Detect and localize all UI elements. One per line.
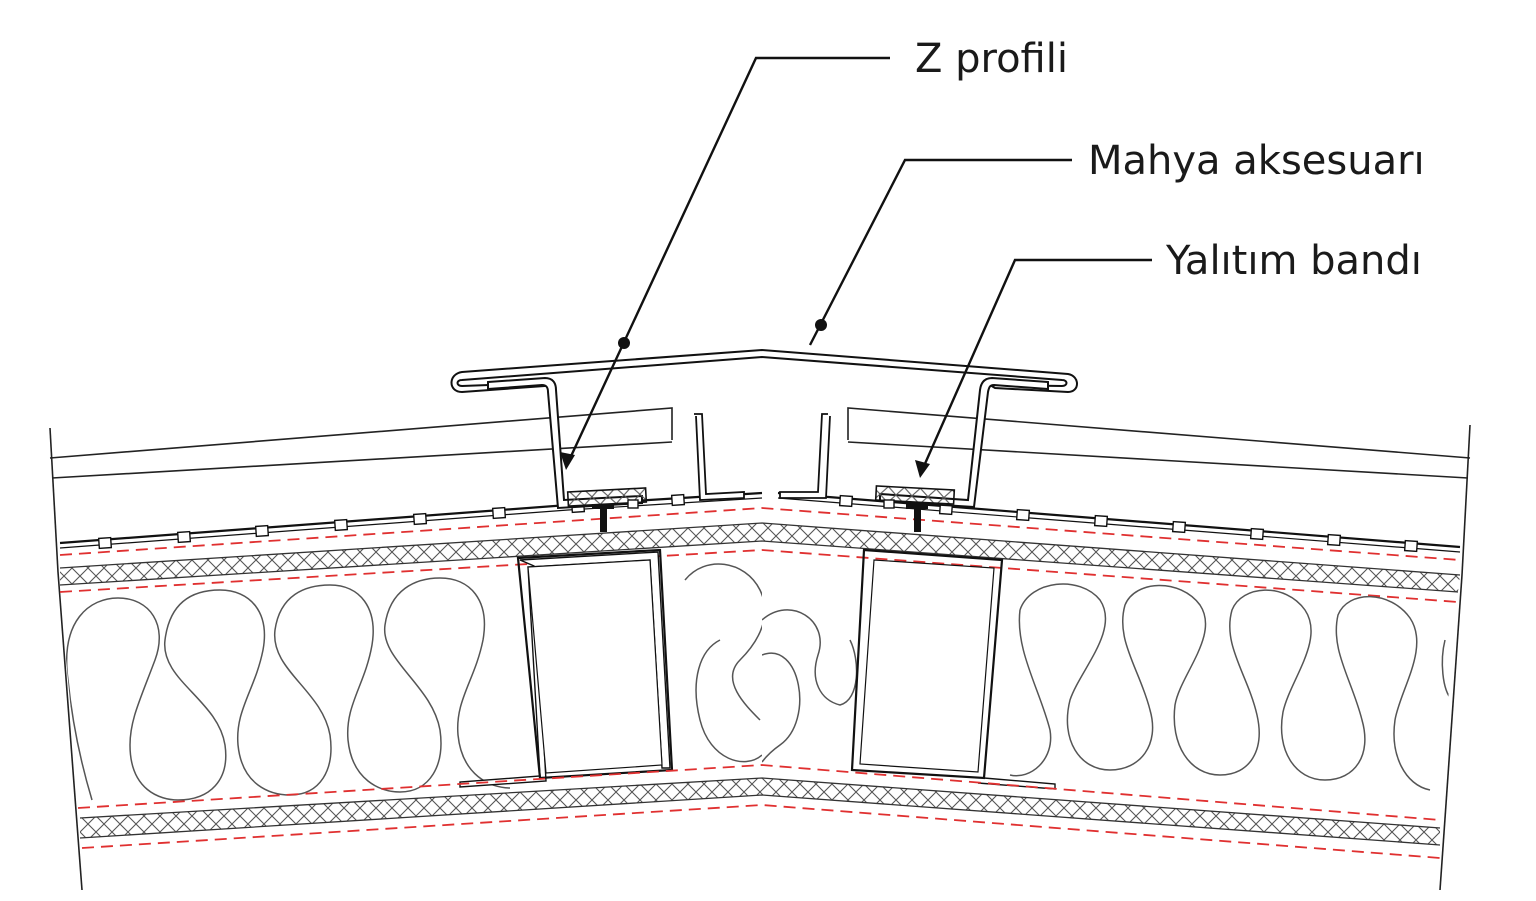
purlin-left xyxy=(459,548,674,788)
leader-z-profili xyxy=(564,56,890,468)
label-yalitim-bandi: Yalıtım bandı xyxy=(1165,238,1422,284)
z-profile-right xyxy=(879,376,1049,509)
lower-membrane-band xyxy=(79,777,1441,846)
leader-yalitim-bandi xyxy=(918,258,1152,476)
leader-lines xyxy=(564,56,1152,476)
insulation-left xyxy=(66,563,762,801)
z-profile-left xyxy=(487,376,643,510)
upper-membrane-band xyxy=(59,522,1461,593)
insulation-right xyxy=(762,583,1453,791)
purlin-right xyxy=(850,548,1056,790)
label-z-profili: Z profili xyxy=(915,36,1068,82)
lower-vapor-barrier xyxy=(77,764,1441,859)
drawing-edges xyxy=(49,424,1471,891)
label-mahya-aksesuari: Mahya aksesuarı xyxy=(1088,138,1425,184)
leader-mahya-aksesuari xyxy=(808,158,1072,346)
ridge-flashing-legs xyxy=(694,413,831,501)
fasteners xyxy=(592,499,928,532)
roof-panel-top-sheet xyxy=(49,407,1471,479)
spacer-blocks-right xyxy=(838,494,1419,553)
leader-dots xyxy=(560,319,930,478)
insulation-tapes xyxy=(566,485,956,507)
upper-vapor-barrier xyxy=(59,507,1461,603)
